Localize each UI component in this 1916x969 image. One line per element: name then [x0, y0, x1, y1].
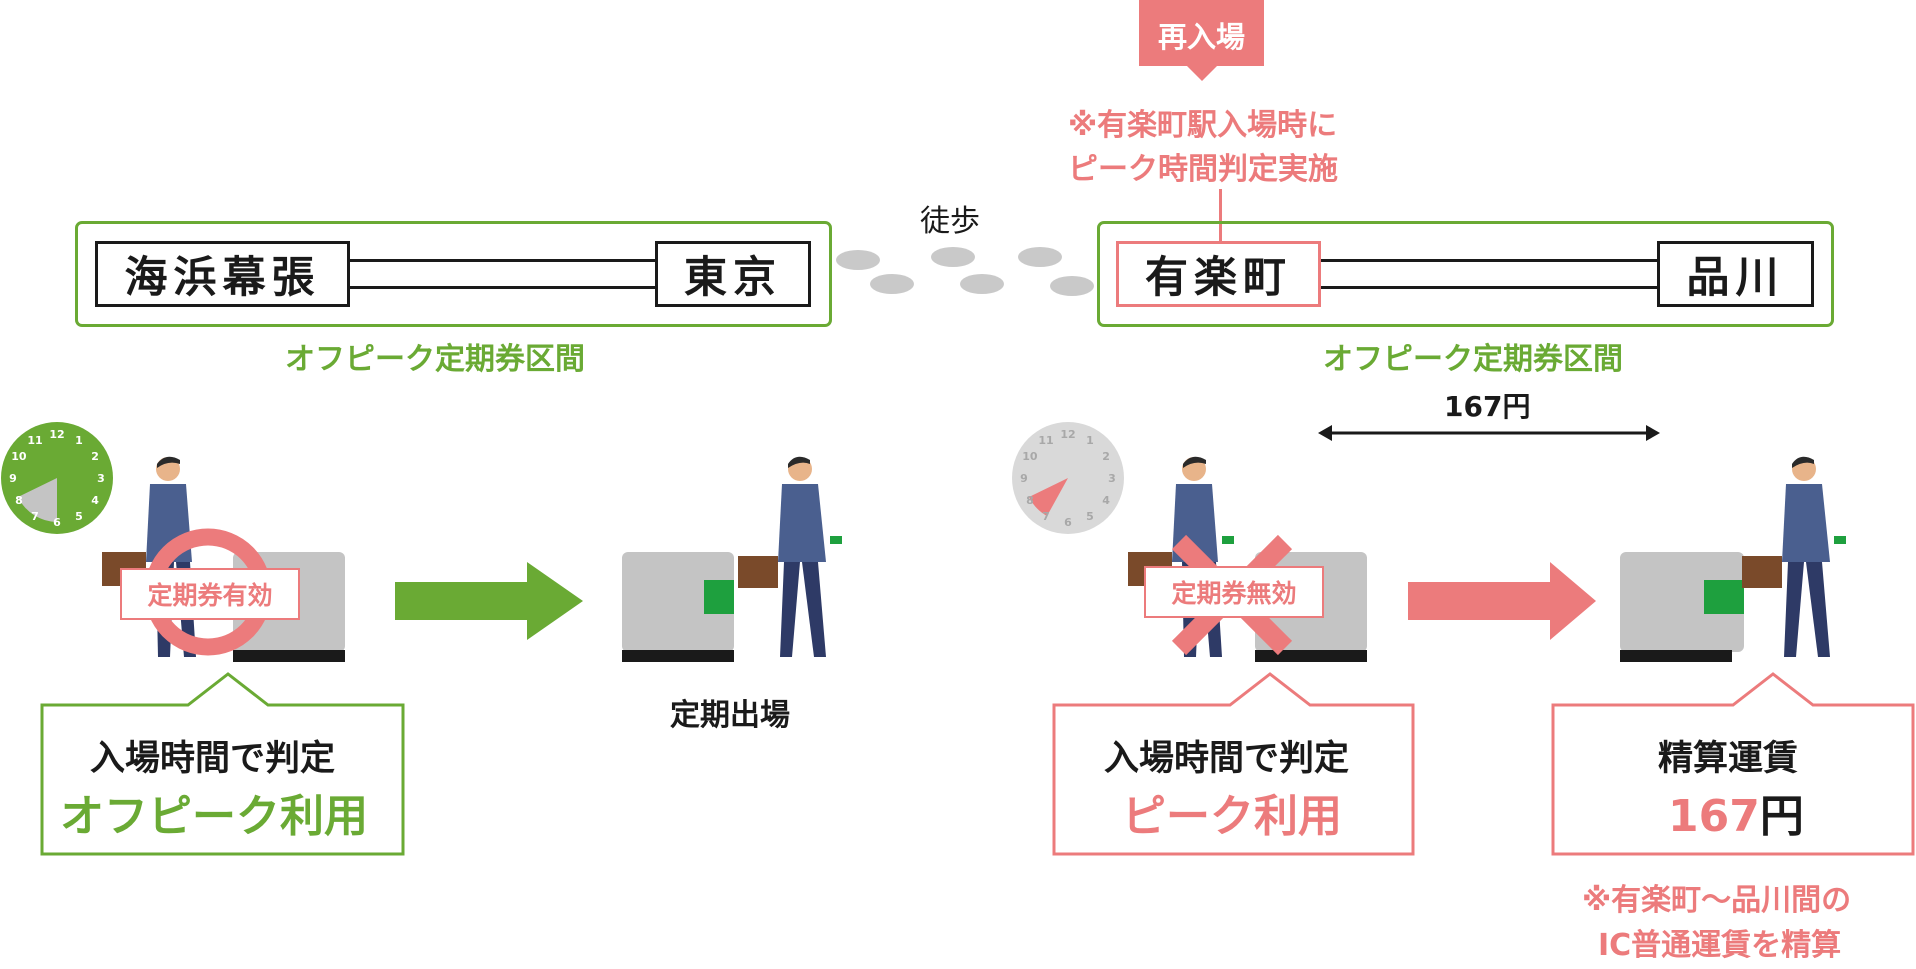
clock-numeral: 3 [1108, 472, 1116, 485]
clock-numeral: 3 [97, 472, 105, 485]
commuter-figure-exiting [738, 456, 842, 657]
exit-label: 定期出場 [670, 698, 790, 733]
callout-offpeak-line1: 入場時間で判定 [90, 739, 336, 779]
fare-unit: 円 [1759, 791, 1804, 842]
reentry-tag: 再入場 [1139, 0, 1264, 66]
fare-note-line2: IC普通運賃を精算 [1598, 928, 1842, 963]
clock-numeral: 10 [11, 450, 27, 463]
clock-numeral: 5 [1086, 510, 1094, 523]
callout-fare-frame [1551, 672, 1915, 856]
clock-numeral: 2 [91, 450, 99, 463]
clock-numeral: 11 [1038, 434, 1053, 447]
clock-numeral: 11 [27, 434, 42, 447]
callout-offpeak-frame [40, 672, 405, 856]
flow-arrow-green [395, 562, 583, 640]
callout-peak-frame [1052, 672, 1415, 856]
footprints-icon [836, 247, 1094, 296]
note-connector-line [1219, 189, 1222, 243]
reentry-note-line2: ピーク時間判定実施 [1068, 152, 1338, 187]
callout-peak-line1: 入場時間で判定 [1104, 739, 1350, 779]
clock-numeral: 1 [75, 434, 83, 447]
station-yurakucho: 有楽町 [1116, 241, 1321, 307]
clock-numeral: 4 [91, 494, 99, 507]
clock-numeral: 1 [1086, 434, 1094, 447]
callout-offpeak-line2: オフピーク利用 [60, 791, 368, 842]
clock-numeral: 8 [15, 494, 23, 507]
left-section-label: オフピーク定期券区間 [285, 342, 585, 377]
flow-arrow-pink [1408, 562, 1596, 640]
clock-numeral: 9 [1020, 472, 1028, 485]
clock-numeral: 6 [53, 516, 61, 529]
fare-amount: 167 [1668, 791, 1760, 842]
station-tokyo: 東京 [655, 241, 811, 307]
fare-note-line1: ※有楽町～品川間の [1582, 883, 1852, 918]
fare-title: 精算運賃 [1658, 739, 1799, 779]
station-shinagawa: 品川 [1657, 241, 1814, 307]
ticket-status-valid: 定期券有効 [120, 568, 300, 620]
ticket-gate-exit-right [1620, 552, 1744, 662]
right-section-label: オフピーク定期券区間 [1323, 342, 1623, 377]
clock-numeral: 8 [1026, 494, 1034, 507]
clock-numeral: 9 [9, 472, 17, 485]
clock-numeral: 4 [1102, 494, 1110, 507]
commuter-figure-paying [1742, 456, 1846, 657]
ticket-gate-exit-left [622, 552, 734, 662]
fare-span-label: 167円 [1444, 390, 1531, 423]
clock-numeral: 7 [1042, 510, 1050, 523]
clock-numeral: 5 [75, 510, 83, 523]
clock-numeral: 12 [49, 428, 64, 441]
reentry-tag-label: 再入場 [1157, 20, 1245, 54]
reentry-note-line1: ※有楽町駅入場時に [1068, 108, 1338, 143]
clock-numeral: 6 [1064, 516, 1072, 529]
station-kaihin-makuhari: 海浜幕張 [95, 241, 350, 307]
left-route-frame [75, 221, 832, 327]
right-route-frame [1097, 221, 1834, 327]
walk-label: 徒歩 [920, 204, 980, 239]
callout-peak-line2: ピーク利用 [1122, 791, 1342, 842]
fare-span-arrow [1318, 425, 1660, 441]
ticket-status-invalid: 定期券無効 [1144, 566, 1324, 618]
fare-amount-row: 167円 [1668, 780, 1804, 844]
clock-numeral: 2 [1102, 450, 1110, 463]
clock-numeral: 12 [1060, 428, 1075, 441]
left-route-rail [348, 259, 658, 289]
clock-numeral: 7 [31, 510, 39, 523]
right-route-rail [1318, 259, 1660, 289]
reentry-tag-pointer [1186, 65, 1218, 81]
clock-numeral: 10 [1022, 450, 1038, 463]
